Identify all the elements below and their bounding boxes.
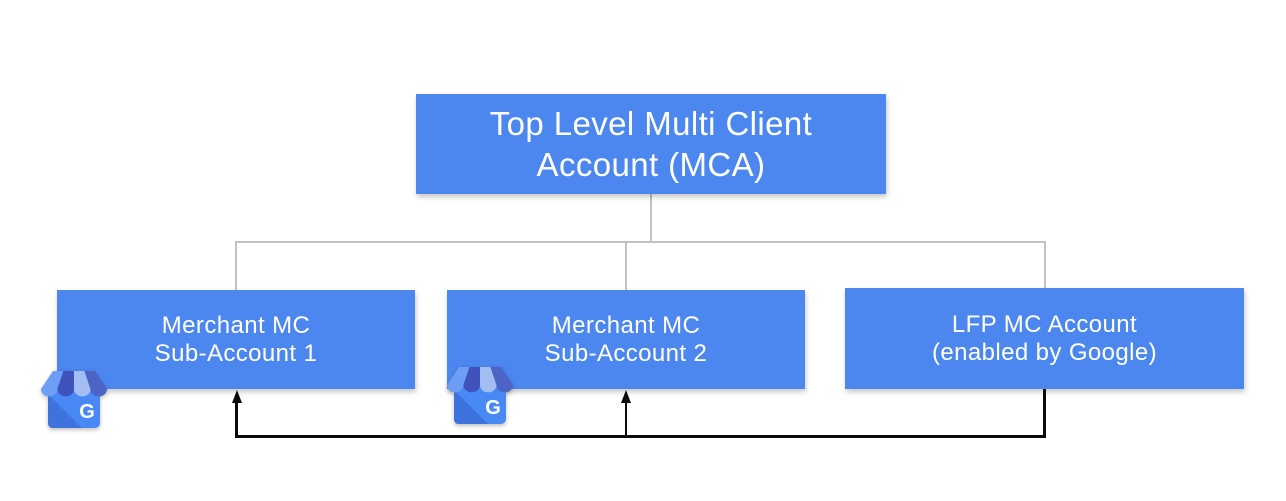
- arrowhead-into-sub1: [231, 390, 242, 403]
- connector-drop-sub2-line: [625, 241, 627, 290]
- connector-root-down-line: [650, 194, 652, 242]
- connector-drop-sub1-line: [235, 241, 237, 290]
- flow-stem-sub1-line: [235, 401, 238, 438]
- node-top-level-mca-line1: Top Level Multi Client: [489, 105, 813, 142]
- node-sub2-line2: Sub-Account 2: [544, 339, 708, 367]
- node-lfp-mc-account: LFP MC Account (enabled by Google): [845, 288, 1244, 389]
- node-merchant-sub-account-2: Merchant MC Sub-Account 2: [447, 290, 805, 389]
- connector-horizontal-bus-line: [235, 241, 1046, 243]
- connector-drop-lfp-line: [1043, 241, 1046, 288]
- google-my-business-icon: G: [41, 371, 107, 428]
- arrowhead-into-sub2: [621, 390, 631, 403]
- google-my-business-icon: G: [447, 367, 513, 424]
- google-g-letter: G: [485, 397, 501, 419]
- flow-bottom-line: [235, 435, 1046, 438]
- node-merchant-sub-account-1: Merchant MC Sub-Account 1: [57, 290, 415, 389]
- flow-lfp-down-line: [1043, 389, 1046, 438]
- node-sub1-line2: Sub-Account 1: [154, 339, 318, 367]
- node-lfp-line1: LFP MC Account: [951, 310, 1138, 338]
- node-sub1-line1: Merchant MC: [161, 311, 311, 339]
- google-g-letter: G: [79, 401, 95, 423]
- node-lfp-line2: (enabled by Google): [931, 338, 1158, 366]
- node-sub2-line1: Merchant MC: [551, 311, 701, 339]
- flow-stem-sub2-line: [624, 401, 628, 438]
- node-top-level-mca-line2: Account (MCA): [536, 146, 766, 183]
- node-top-level-mca: Top Level Multi Client Account (MCA): [416, 94, 886, 194]
